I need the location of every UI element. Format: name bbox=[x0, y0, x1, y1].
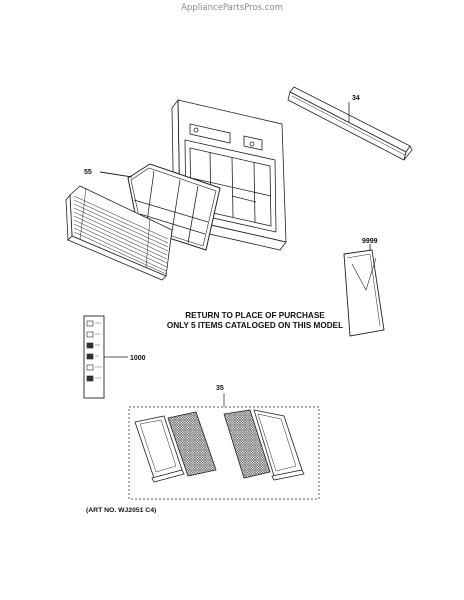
literature-part bbox=[343, 244, 385, 337]
watermark-text: AppliancePartsPros.com bbox=[181, 3, 283, 13]
callout-9999: 9999 bbox=[362, 238, 378, 245]
callout-35: 35 bbox=[216, 385, 224, 392]
control-label-part bbox=[83, 315, 128, 399]
notice-line-2: ONLY 5 ITEMS CATALOGED ON THIS MODEL bbox=[166, 321, 344, 330]
callout-1000: 1000 bbox=[130, 355, 146, 362]
art-number: (ART NO. WJ2051 C4) bbox=[86, 507, 157, 514]
front-grille-part bbox=[65, 185, 173, 281]
callout-34: 34 bbox=[352, 95, 360, 102]
filter-kit-part bbox=[128, 393, 320, 500]
callout-55: 55 bbox=[84, 169, 92, 176]
trim-strip-part bbox=[287, 86, 413, 161]
notice-line-1: RETURN TO PLACE OF PURCHASE bbox=[185, 311, 325, 320]
